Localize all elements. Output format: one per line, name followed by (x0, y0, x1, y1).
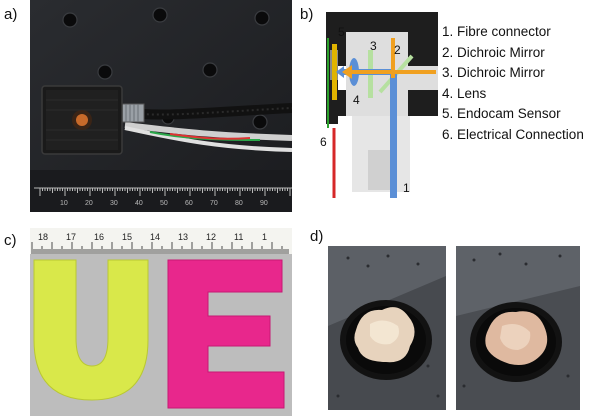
ruler-number: 18 (38, 232, 48, 242)
ruler-number: 50 (160, 200, 168, 207)
letter-e (167, 259, 285, 409)
panel-label-c: c) (4, 232, 17, 249)
diagram-number-1: 1 (403, 181, 410, 195)
legend-item: 4. Lens (442, 85, 487, 101)
component-legend: 1. Fibre connector 2. Dichroic Mirror 3.… (442, 22, 584, 145)
legend-item: 1. Fibre connector (442, 24, 551, 39)
diagram-number-5: 5 (338, 25, 345, 39)
ruler-number: 15 (122, 232, 132, 242)
panel-label-b: b) (300, 6, 314, 23)
legend-item: 3. Dichroic Mirror (442, 65, 545, 80)
panel-label-a: a) (4, 6, 18, 23)
diagram-number-6: 6 (320, 135, 327, 149)
diagram-number-3: 3 (370, 39, 377, 53)
ruler-number: 30 (110, 200, 118, 207)
ruler-number: 80 (235, 200, 243, 207)
ruler-number: 1 (262, 232, 267, 242)
ruler-number: 90 (260, 200, 268, 207)
panel-d-photo-right (456, 246, 580, 410)
legend-item: 6. Electrical Connection (442, 126, 584, 142)
tissue-sample-photo (456, 246, 580, 410)
ruler-number: 70 (210, 200, 218, 207)
ruler-number: 20 (85, 200, 93, 207)
panel-b-diagram: 5 3 2 4 6 1 (318, 10, 440, 206)
legend-item: 5. Endocam Sensor (442, 106, 561, 121)
ruler-number: 17 (66, 232, 76, 242)
letter-u (33, 259, 149, 401)
legend-item: 2. Dichroic Mirror (442, 44, 545, 60)
panel-a-photo: 10 20 30 40 50 60 70 80 90 (30, 0, 292, 212)
ruler-number: 12 (206, 232, 216, 242)
ruler-number: 11 (234, 232, 243, 242)
diagram-number-2: 2 (394, 43, 401, 57)
diagram-number-4: 4 (353, 93, 360, 107)
ruler-number: 40 (135, 200, 143, 207)
ruler-number: 14 (150, 232, 160, 242)
breadboard-photo: 10 20 30 40 50 60 70 80 90 (30, 0, 292, 212)
panel-label-d: d) (310, 228, 324, 245)
ruler-number: 16 (94, 232, 104, 242)
optical-schematic: 5 3 2 4 6 1 (320, 12, 438, 198)
ruler-number: 10 (60, 200, 68, 207)
tissue-sample-photo (328, 246, 446, 410)
ruler-number: 13 (178, 232, 188, 242)
ruler-number: 60 (185, 200, 193, 207)
panel-d-photo-left (328, 246, 446, 410)
